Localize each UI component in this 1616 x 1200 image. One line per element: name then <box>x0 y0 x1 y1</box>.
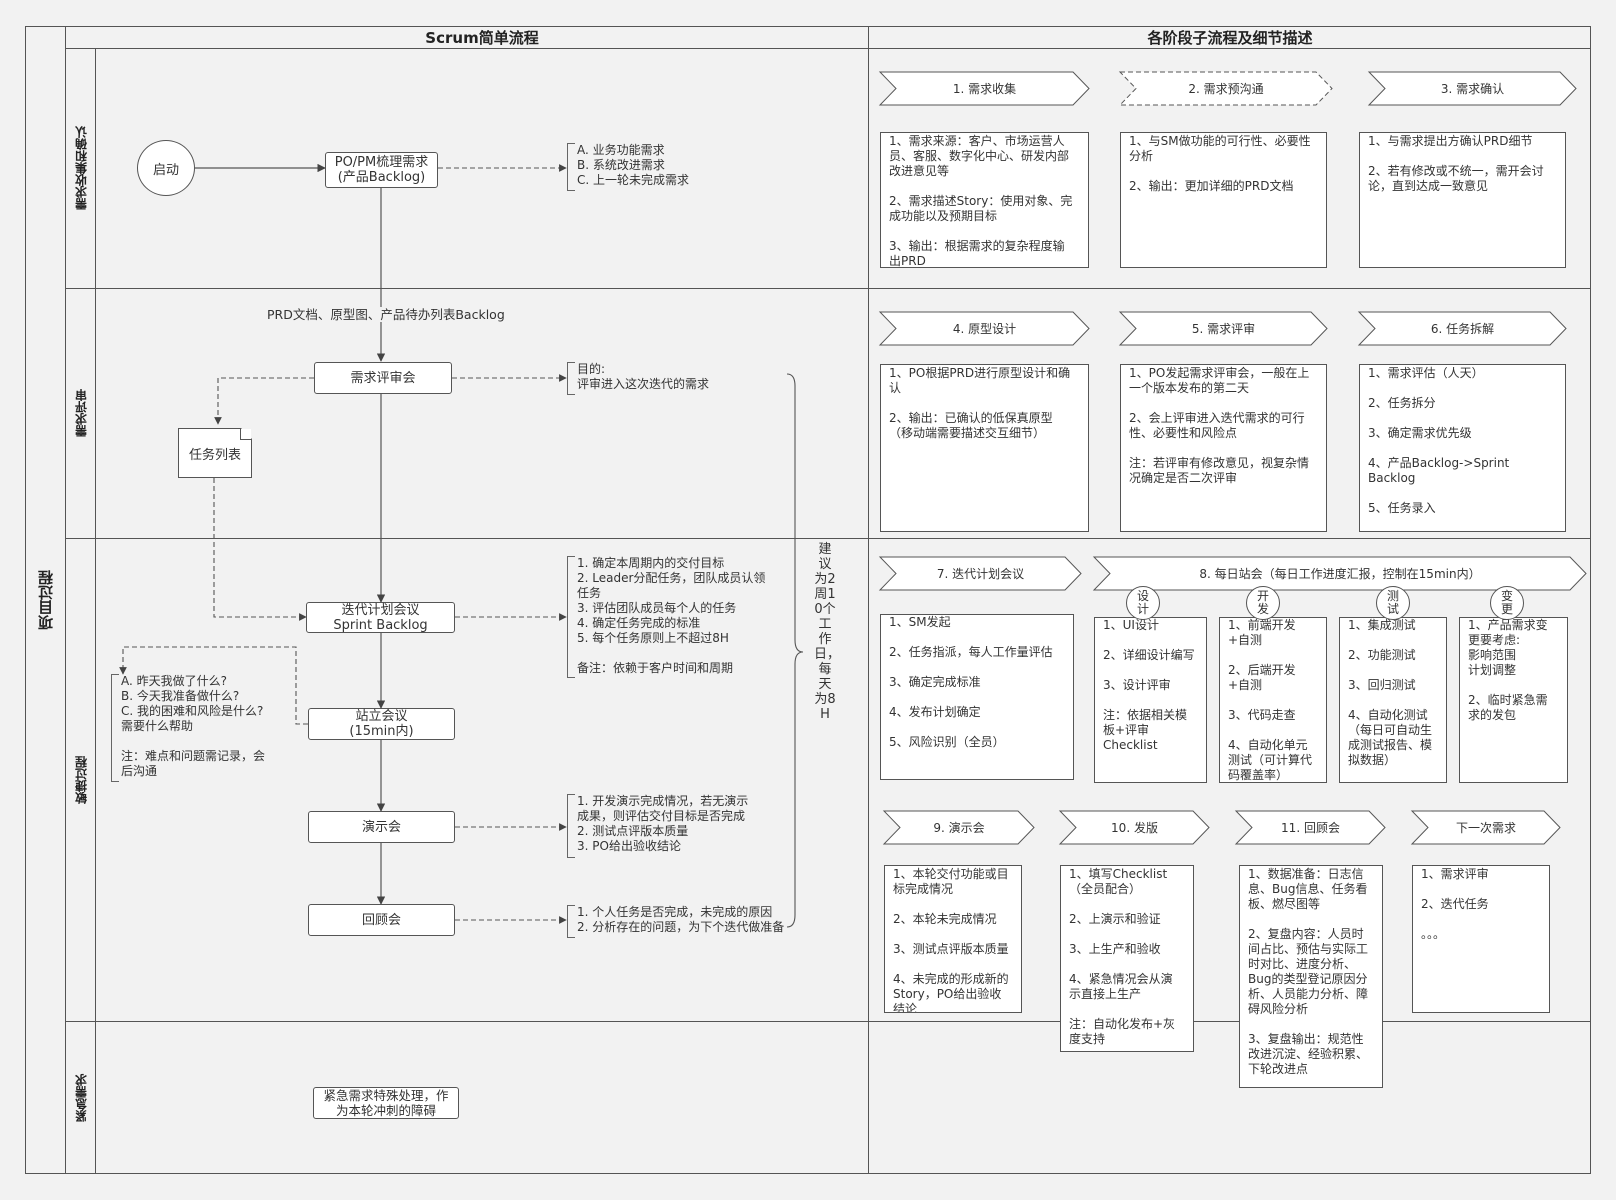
lane-divider-3 <box>65 1021 1591 1022</box>
stage-1-chevron: 1. 需求收集 <box>878 71 1090 106</box>
role-test-badge: 测 试 <box>1376 586 1410 620</box>
stage-6-title: 6. 任务拆解 <box>1430 322 1495 336</box>
role-test-detail: 1、集成测试 2、功能测试 3、回归测试 4、自动化测试 （每日可自动生 成测试… <box>1339 617 1447 783</box>
task-list-label: 任务列表 <box>188 447 241 463</box>
stage-5-chevron: 5. 需求评审 <box>1118 311 1328 346</box>
lane-label-agile: 敏捷过程 <box>74 756 89 804</box>
lane-label-urgent: 紧急需求 <box>74 1074 89 1122</box>
retrospective-node: 回顾会 <box>308 904 455 936</box>
start-node-label: 启动 <box>152 162 179 178</box>
role-dev-badge: 开 发 <box>1246 586 1280 620</box>
stage-9-chevron: 9. 演示会 <box>882 810 1035 845</box>
role-design-detail: 1、UI设计 2、详细设计编写 3、设计评审 注：依据相关模 板+评审 Chec… <box>1094 617 1207 783</box>
role-change-badge: 变 更 <box>1490 586 1524 620</box>
next-requirement-chevron: 下一次需求 <box>1410 810 1561 845</box>
stage-7-detail: 1、SM发起 2、任务指派，每人工作量评估 3、确定完成标准 4、发布计划确定 … <box>880 614 1074 780</box>
lane-divider-1 <box>65 288 1591 289</box>
start-node: 启动 <box>137 140 195 196</box>
stage-4-detail: 1、PO根据PRD进行原型设计和确 认 2、输出：已确认的低保真原型 （移动端需… <box>880 364 1089 532</box>
stage-8-title: 8. 每日站会（每日工作进度汇报，控制在15min内） <box>1199 567 1481 581</box>
stage-9-detail: 1、本轮交付功能或目 标完成情况 2、本轮未完成情况 3、测试点评版本质量 4、… <box>884 865 1022 1013</box>
sprint-planning-note: 1. 确定本周期内的交付目标 2. Leader分配任务，团队成员认领 任务 3… <box>567 556 777 678</box>
role-dev-detail: 1、前端开发 +自测 2、后端开发 +自测 3、代码走查 4、自动化单元 测试（… <box>1219 617 1327 783</box>
stage-10-detail: 1、填写Checklist （全员配合） 2、上演示和验证 3、上生产和验收 4… <box>1060 865 1194 1052</box>
prd-artifacts-label: PRD文档、原型图、产品待办列表Backlog <box>267 307 505 322</box>
header-row <box>65 26 1591 49</box>
next-requirement-title: 下一次需求 <box>1455 821 1516 835</box>
next-requirement-detail: 1、需求评审 2、迭代任务 。。。 <box>1412 865 1550 1013</box>
stage-3-chevron: 3. 需求确认 <box>1367 71 1577 106</box>
stage-5-title: 5. 需求评审 <box>1191 322 1256 336</box>
sprint-planning-node: 迭代计划会议 Sprint Backlog <box>306 602 455 633</box>
lane-divider-2 <box>65 538 1591 539</box>
role-design-badge: 设 计 <box>1126 586 1160 620</box>
stage-6-chevron: 6. 任务拆解 <box>1357 311 1567 346</box>
stage-11-title: 11. 回顾会 <box>1281 821 1340 835</box>
stage-3-detail: 1、与需求提出方确认PRD细节 2、若有修改或不统一，需开会讨 论，直到达成一致… <box>1359 132 1566 268</box>
stage-5-detail: 1、PO发起需求评审会，一般在上 一个版本发布的第二天 2、会上评审进入迭代需求… <box>1120 364 1327 532</box>
sprint-duration-hint: 建议为2周10个工作日，每天为8H <box>814 542 841 722</box>
task-list-fold-edge <box>240 429 251 440</box>
stage-4-title: 4. 原型设计 <box>952 322 1017 336</box>
review-purpose-note: 目的: 评审进入这次迭代的需求 <box>567 362 727 395</box>
stage-4-chevron: 4. 原型设计 <box>878 311 1090 346</box>
stage-11-chevron: 11. 回顾会 <box>1234 810 1386 845</box>
stage-11-detail: 1、数据准备：日志信 息、Bug信息、任务看 板、燃尽图等 2、复盘内容：人员时… <box>1239 865 1383 1088</box>
role-change-detail: 1、产品需求变 更要考虑: 影响范围 计划调整 2、临时紧急需 求的发包 <box>1459 617 1568 783</box>
stage-1-detail: 1、需求来源：客户、市场运营人 员、客服、数字化中心、研发内部 改进意见等 2、… <box>880 132 1089 268</box>
stage-1-title: 1. 需求收集 <box>952 82 1017 96</box>
stage-2-chevron: 2. 需求预沟通 <box>1118 71 1333 106</box>
daily-standup-node: 站立会议 (15min内) <box>308 708 455 740</box>
stage-2-detail: 1、与SM做功能的可行性、必要性 分析 2、输出：更加详细的PRD文档 <box>1120 132 1327 268</box>
stage-8-chevron: 8. 每日站会（每日工作进度汇报，控制在15min内） <box>1092 556 1587 591</box>
stage-9-title: 9. 演示会 <box>933 821 985 835</box>
stage-3-title: 3. 需求确认 <box>1440 82 1505 96</box>
standup-questions-note: A. 昨天我做了什么? B. 今天我准备做什么? C. 我的困难和风险是什么? … <box>111 674 281 782</box>
lane-label-collect: 需求收集和确认 <box>74 126 89 211</box>
lane-label-review: 需求评审 <box>74 389 89 438</box>
stage-7-title: 7. 迭代计划会议 <box>936 567 1025 581</box>
urgent-handling-node: 紧急需求特殊处理，作 为本轮冲刺的障碍 <box>313 1087 459 1119</box>
po-backlog-node: PO/PM梳理需求 (产品Backlog) <box>325 152 438 188</box>
requirement-review-node: 需求评审会 <box>314 362 452 394</box>
left-column-title: Scrum简单流程 <box>425 29 539 47</box>
stage-7-chevron: 7. 迭代计划会议 <box>878 556 1082 591</box>
stage-10-title: 10. 发版 <box>1111 821 1158 835</box>
po-requirement-note: A. 业务功能需求 B. 系统改进需求 C. 上一轮未完成需求 <box>567 143 727 191</box>
page-title: 项目过程 <box>37 570 55 630</box>
stage-6-detail: 1、需求评估（人天） 2、任务拆分 3、确定需求优先级 4、产品Backlog-… <box>1359 364 1566 532</box>
demo-note: 1. 开发演示完成情况，若无演示 成果，则评估交付目标是否完成 2. 测试点评版… <box>567 794 767 858</box>
stage-2-title: 2. 需求预沟通 <box>1188 82 1264 96</box>
column-divider <box>868 26 869 1174</box>
stage-10-chevron: 10. 发版 <box>1058 810 1210 845</box>
task-list-document: 任务列表 <box>178 428 252 478</box>
demo-meeting-node: 演示会 <box>308 811 455 843</box>
right-column-title: 各阶段子流程及细节描述 <box>1147 29 1313 47</box>
retrospective-note: 1. 个人任务是否完成，未完成的原因 2. 分析存在的问题，为下个迭代做准备 <box>567 905 792 938</box>
